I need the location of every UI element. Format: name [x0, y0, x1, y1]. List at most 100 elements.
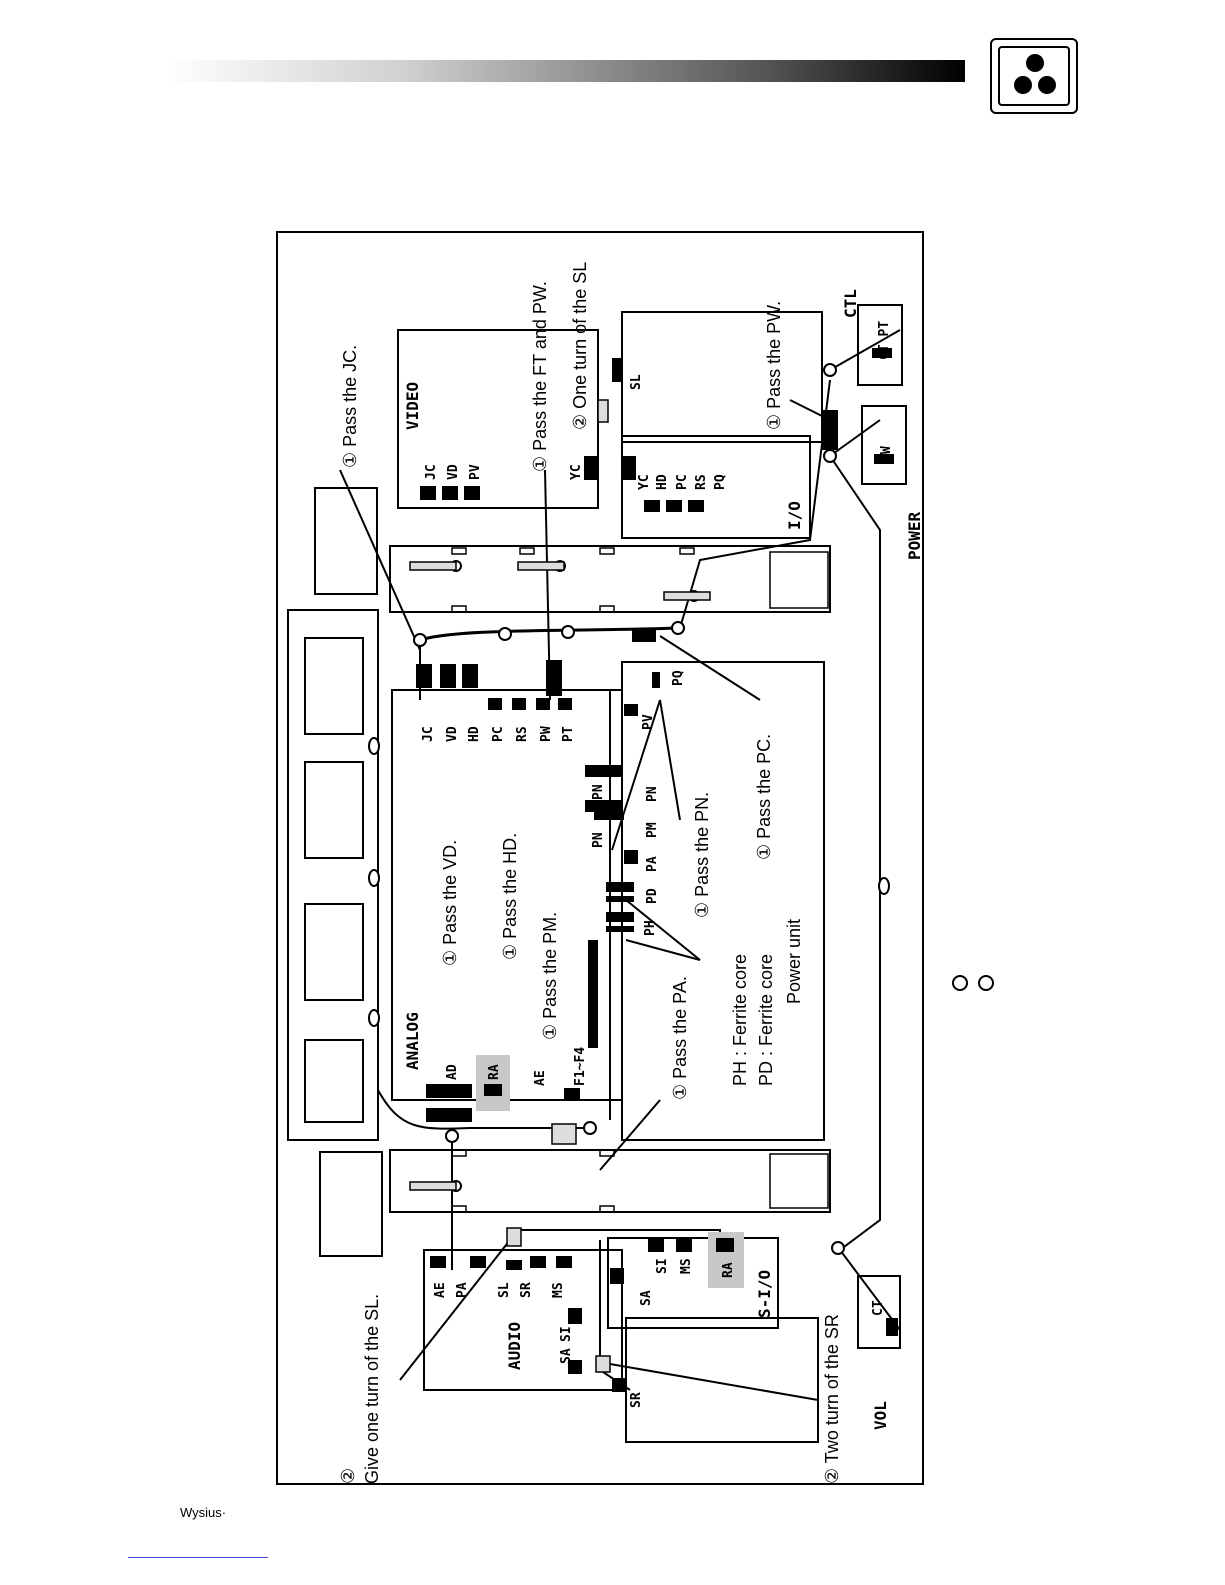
ferrite-leader — [625, 939, 701, 961]
connector-label: MS — [551, 1282, 566, 1298]
leader-sl — [399, 1239, 511, 1381]
connector-label: SL — [497, 1282, 512, 1298]
sl-board — [621, 311, 823, 443]
note-pass-pa: ① Pass the PA. — [670, 976, 690, 1100]
power-label: POWER — [905, 511, 924, 560]
analog-board-label: ANALOG — [403, 1012, 422, 1070]
harness-pw — [829, 329, 901, 371]
connector-label: PN — [645, 786, 660, 802]
leader-pa — [599, 1099, 661, 1171]
connector-label: RS — [515, 726, 530, 742]
logo-frame — [998, 46, 1070, 106]
ra-highlight — [476, 1055, 510, 1111]
chassis-frame — [276, 231, 924, 1485]
connector-label: PT — [561, 726, 576, 742]
note-pass-ft-pw: ① Pass the FT and PW. — [530, 281, 550, 472]
connector-label: SI — [559, 1326, 574, 1342]
audio-board-label: AUDIO — [505, 1322, 524, 1370]
video-board — [397, 329, 599, 509]
connector-label: YC — [637, 474, 652, 490]
ctl-box — [857, 304, 903, 386]
connector-label: MS — [679, 1258, 694, 1274]
connector-label: JC — [424, 464, 439, 480]
sr-board — [625, 1317, 819, 1443]
note-pass-vd: ① Pass the VD. — [440, 840, 460, 966]
connector-label: PA — [455, 1282, 470, 1298]
connector-label: YC — [569, 464, 584, 480]
connector-label: PC — [491, 726, 506, 742]
connector-label: JC — [421, 726, 436, 742]
panel-slot — [304, 637, 364, 735]
connector-label: PQ — [713, 474, 728, 490]
three-dots-logo-icon — [990, 38, 1078, 114]
note-power-unit: Power unit — [784, 919, 804, 1004]
connector-label: PQ — [671, 670, 686, 686]
io-board — [621, 435, 811, 539]
connector-label: PM — [645, 822, 660, 838]
connector-label: SA — [559, 1348, 574, 1364]
bracket-bottom — [319, 1151, 383, 1257]
connector-label: SL — [629, 374, 644, 390]
connector-label: CT PT — [877, 321, 892, 360]
harness-power — [829, 455, 901, 1331]
panel-slot — [304, 761, 364, 859]
connector-label: SR — [519, 1282, 534, 1298]
vol-label: VOL — [871, 1401, 890, 1430]
logo-dot — [1038, 76, 1056, 94]
note-pass-pw: ① Pass the PW. — [764, 301, 784, 430]
leader-jc — [339, 469, 421, 651]
header-gradient-bar — [165, 60, 965, 82]
connector-label: PN — [591, 784, 606, 800]
sio-board-label: S-I/O — [755, 1270, 774, 1318]
connector-label: PA — [645, 856, 660, 872]
note-pass-pm: ① Pass the PM. — [540, 912, 560, 1040]
note-pass-jc: ① Pass the JC. — [340, 345, 360, 468]
leader-sr — [609, 1363, 819, 1401]
panel-slot — [304, 1039, 364, 1123]
harness-pw2 — [829, 419, 881, 457]
connector-label: HD — [467, 726, 482, 742]
note-two-turn-sr: ② Two turn of the SR — [822, 1314, 842, 1484]
note-pass-pn: ① Pass the PN. — [692, 792, 712, 918]
connector-label: PV — [641, 714, 656, 730]
connector-label: PD — [645, 888, 660, 904]
connector-label: F1~F4 — [573, 1047, 588, 1086]
logo-dot — [1026, 54, 1044, 72]
pw-box — [861, 405, 907, 485]
video-board-label: VIDEO — [403, 382, 422, 430]
footer-rule — [128, 1557, 268, 1558]
note-pass-hd: ① Pass the HD. — [500, 833, 520, 960]
connector-label: SA — [639, 1290, 654, 1306]
connector-label: AE — [533, 1070, 548, 1086]
note-give-turn-sl-number: ② — [338, 1468, 358, 1484]
connector-label: RA — [487, 1064, 502, 1080]
connector-label: HD — [655, 474, 670, 490]
connector-label: PN — [591, 832, 606, 848]
connector-label: VD — [446, 464, 461, 480]
audio-board — [423, 1249, 623, 1391]
note-pd-ferrite: PD : Ferrite core — [756, 954, 776, 1086]
note-ph-ferrite: PH : Ferrite core — [730, 954, 750, 1086]
connector-label: PW — [539, 726, 554, 742]
ferrite-leader — [625, 899, 701, 961]
bracket-top — [314, 487, 378, 595]
connector-label: PW — [879, 446, 894, 462]
ctl-label: CTL — [841, 289, 860, 318]
leader-pn — [611, 699, 681, 851]
connector-label: PV — [468, 464, 483, 480]
panel-slot — [304, 903, 364, 1001]
footer-brand: Wysius· — [180, 1505, 227, 1520]
vol-box — [857, 1275, 901, 1349]
connector-label: RS — [694, 474, 709, 490]
connector-label: PH — [643, 920, 658, 936]
leader-pc — [659, 635, 761, 701]
sio-board — [607, 1237, 779, 1329]
note-one-turn-sl: ② One turn of the SL — [570, 262, 590, 430]
connector-label: CT — [871, 1300, 886, 1316]
connector-label: PC — [675, 474, 690, 490]
connector-label: VD — [445, 726, 460, 742]
rack-left — [287, 609, 379, 1141]
note-pass-pc: ① Pass the PC. — [754, 734, 774, 860]
rail-top — [389, 545, 831, 613]
